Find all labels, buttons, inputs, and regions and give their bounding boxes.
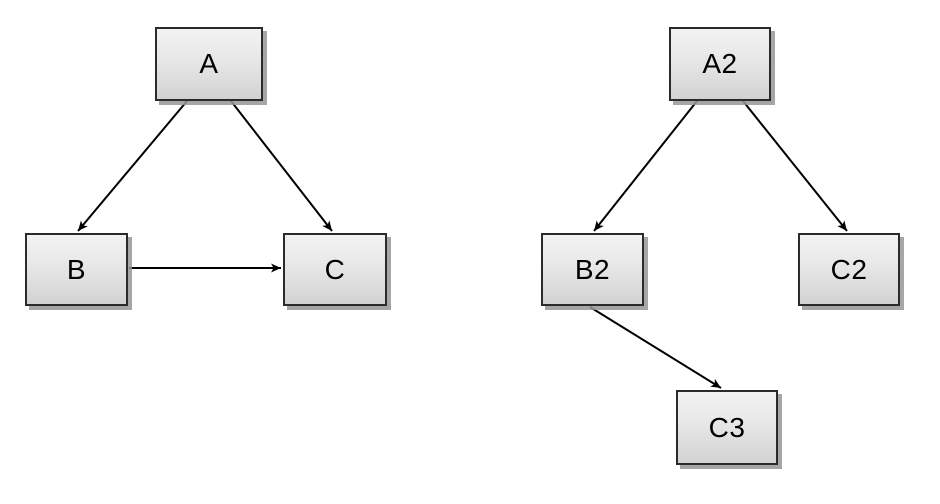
node-a2[interactable]: A2	[669, 27, 771, 101]
node-label-b: B	[66, 253, 87, 285]
node-b[interactable]: B	[25, 233, 128, 306]
node-c2[interactable]: C2	[798, 233, 900, 306]
node-label-c2: C2	[830, 253, 868, 285]
edge-a2-to-b2[interactable]	[593, 100, 698, 232]
node-label-a2: A2	[702, 48, 738, 79]
node-label-b2: B2	[574, 253, 611, 285]
edge-a2-to-c2[interactable]	[742, 100, 848, 232]
node-label-a: A	[199, 48, 219, 79]
edge-a-to-c[interactable]	[230, 100, 333, 232]
node-label-c: C	[324, 253, 346, 285]
edge-a-to-b[interactable]	[77, 100, 188, 232]
node-b2[interactable]: B2	[541, 233, 644, 306]
node-label-c3: C3	[708, 411, 746, 443]
node-c[interactable]: C	[283, 233, 387, 306]
node-c3[interactable]: C3	[676, 390, 778, 465]
edges-group	[77, 100, 848, 389]
node-a[interactable]: A	[155, 27, 263, 101]
edge-b2-to-c3[interactable]	[589, 306, 722, 389]
